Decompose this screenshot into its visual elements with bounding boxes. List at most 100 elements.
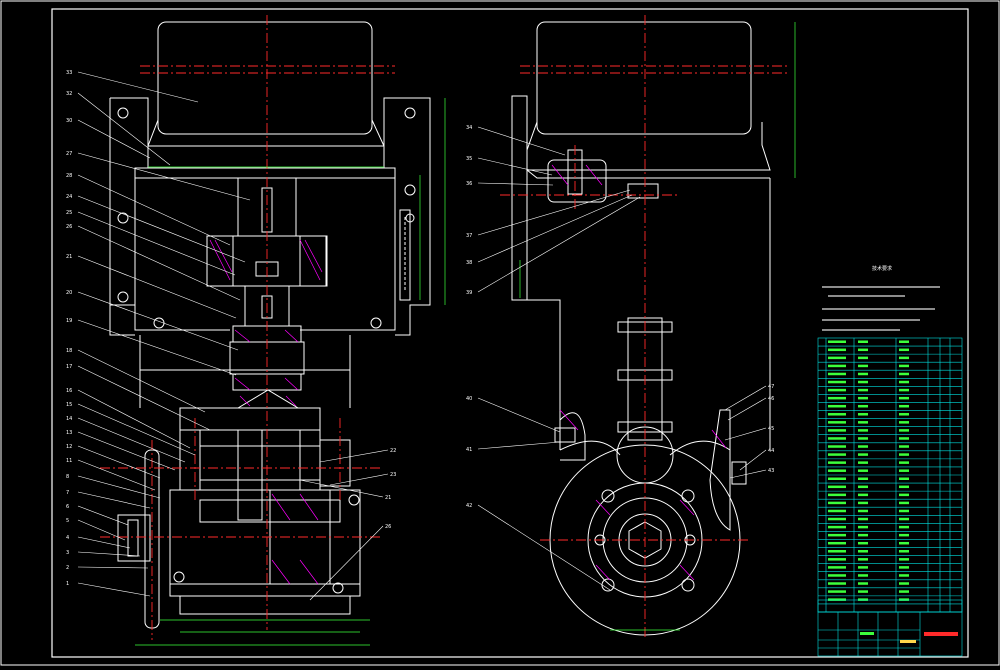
- bolt-hole: [117, 107, 129, 119]
- right-lug: [709, 409, 731, 531]
- gearbox-top: [179, 407, 321, 431]
- left-lug: [559, 412, 586, 461]
- callout-label: 19: [66, 318, 72, 324]
- table-cell-mark: [828, 388, 846, 392]
- table-cell-mark: [828, 380, 846, 384]
- callout-label: 12: [66, 444, 72, 450]
- table-cell-mark: [828, 429, 846, 432]
- leader-line: [77, 566, 149, 569]
- leader-line: [724, 385, 767, 411]
- callout-label: 21: [385, 495, 391, 501]
- leader-line: [77, 431, 176, 471]
- table-cell-mark: [828, 590, 846, 593]
- table-cell-mark: [828, 477, 846, 480]
- callout-label: 7: [66, 490, 69, 496]
- lug-bolt: [554, 427, 576, 443]
- callout-label: 39: [466, 290, 472, 296]
- table-cell-mark: [858, 413, 868, 416]
- leader-line: [77, 445, 161, 479]
- coupling-bolt-left: [206, 235, 234, 287]
- table-cell-mark: [828, 598, 846, 601]
- callout-label: 43: [768, 468, 774, 474]
- parts-list-table: [817, 337, 963, 613]
- callout-label: 8: [66, 474, 69, 480]
- vertical-gear: [237, 430, 263, 521]
- callout-label: 28: [66, 173, 72, 179]
- table-cell-mark: [828, 558, 846, 561]
- bolt-hole: [681, 578, 695, 592]
- leader-line: [477, 182, 554, 186]
- bevel-gear-top: [236, 389, 300, 409]
- title-frame: [817, 611, 963, 657]
- table-cell-mark: [899, 590, 909, 593]
- callout-label: 17: [66, 364, 72, 370]
- casing-side: [109, 175, 431, 336]
- inner-border: [51, 8, 969, 658]
- leader-line: [77, 291, 239, 351]
- callout-label: 1: [66, 581, 69, 587]
- table-cell-mark: [828, 582, 846, 585]
- table-cell-mark: [899, 517, 909, 521]
- callout-label: 44: [768, 448, 774, 454]
- table-cell-mark: [858, 404, 868, 408]
- leader-line: [309, 525, 384, 601]
- table-cell-mark: [858, 429, 868, 432]
- table-cell-mark: [858, 501, 868, 505]
- bolt-hole: [332, 582, 344, 594]
- bolt-hole: [404, 107, 416, 119]
- callout-label: 22: [390, 448, 396, 454]
- table-cell-mark: [899, 550, 909, 553]
- table-cell-mark: [899, 372, 909, 376]
- clamp: [547, 159, 607, 203]
- table-cell-mark: [858, 340, 868, 343]
- leader-line: [77, 389, 191, 449]
- coupling-hub: [206, 235, 328, 287]
- table-cell-mark: [858, 421, 868, 424]
- table-cell-mark: [828, 364, 846, 368]
- leader-line: [724, 427, 767, 441]
- table-cell-mark: [899, 509, 909, 513]
- right-view: [511, 21, 771, 636]
- support: [179, 595, 351, 615]
- table-header: [817, 599, 963, 613]
- callout-label: 16: [66, 388, 72, 394]
- table-cell-mark: [899, 421, 909, 424]
- motor-body-side: [536, 21, 752, 135]
- callout-label: 13: [66, 430, 72, 436]
- upper-casing: [134, 178, 396, 331]
- table-cell-mark: [828, 396, 846, 400]
- table-cell-mark: [899, 501, 909, 505]
- table-cell-mark: [858, 517, 868, 521]
- table-cell-mark: [899, 437, 909, 440]
- dimensions-right: [519, 22, 796, 631]
- bolt-hole: [173, 571, 185, 583]
- leader-line: [319, 449, 389, 463]
- table-cell-mark: [899, 566, 909, 569]
- end-cap: [319, 439, 351, 487]
- table-cell-mark: [899, 396, 909, 400]
- table-cell-mark: [828, 533, 846, 537]
- callout-label: 36: [466, 181, 472, 187]
- leader-line: [77, 403, 196, 456]
- leader-line: [77, 71, 199, 103]
- bolt-hole: [404, 184, 416, 196]
- coupling-bolt-right: [299, 235, 327, 287]
- callout-label: 38: [466, 260, 472, 266]
- callout-label: 6: [66, 504, 69, 510]
- motor-neck-side: [526, 121, 771, 171]
- table-cell-mark: [899, 356, 909, 360]
- technical-notes: 技术要求: [822, 265, 940, 331]
- title-name-mark: [924, 632, 958, 636]
- table-cell-mark: [858, 461, 868, 464]
- leader-line: [477, 504, 611, 591]
- table-cell-mark: [858, 437, 868, 440]
- callout-label: 20: [66, 290, 72, 296]
- title-field-mark: [900, 640, 916, 643]
- notes-lines: [822, 286, 940, 331]
- table-cell-mark: [828, 566, 846, 569]
- callout-label: 3: [66, 550, 69, 556]
- title-block: [817, 611, 963, 657]
- callout-label: 11: [66, 458, 72, 464]
- table-cell-mark: [828, 485, 846, 489]
- sprocket-hub: [117, 514, 151, 562]
